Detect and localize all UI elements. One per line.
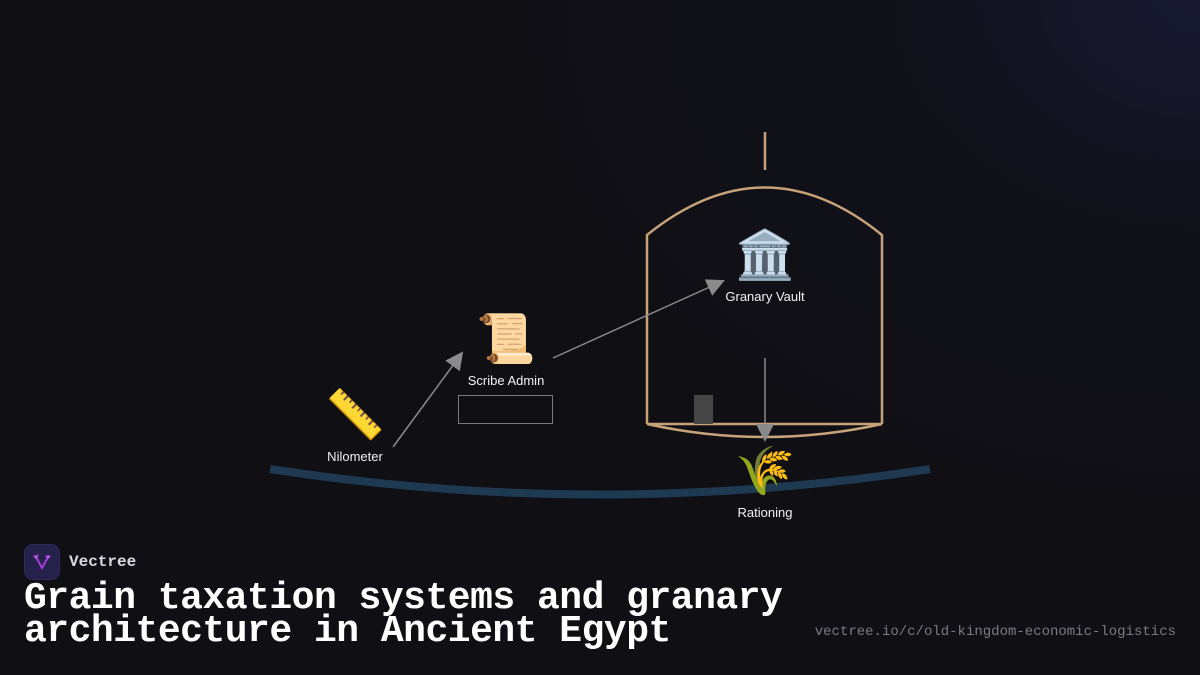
- sheaf-of-grain-icon: 🌾: [735, 445, 795, 498]
- page-title: Grain taxation systems and granary archi…: [24, 580, 783, 651]
- brand-name: Vectree: [69, 553, 137, 571]
- node-rationing[interactable]: 🌾 Rationing: [735, 445, 795, 520]
- vectree-fork-icon: [24, 544, 60, 580]
- node-label: Scribe Admin: [467, 373, 545, 388]
- edge-nilometer-to-scribe: [392, 351, 464, 448]
- classical-building-icon: 🏛️: [735, 229, 795, 282]
- title-line-2: architecture in Ancient Egypt: [24, 610, 671, 653]
- source-url[interactable]: vectree.io/c/old-kingdom-economic-logist…: [814, 624, 1176, 640]
- scribe-record-box: [458, 395, 553, 424]
- node-scribe-admin[interactable]: 📜 Scribe Admin: [468, 313, 545, 388]
- granary-dome: [645, 186, 884, 424]
- scroll-icon: 📜: [476, 313, 536, 366]
- node-label: Rationing: [737, 505, 793, 520]
- node-granary-vault[interactable]: 🏛️ Granary Vault: [725, 229, 804, 304]
- node-label: Granary Vault: [725, 289, 805, 304]
- brand[interactable]: Vectree: [24, 544, 136, 580]
- edge-scribe-to-granary: [552, 279, 725, 359]
- title-line-1: Grain taxation systems and granary: [24, 577, 783, 620]
- ruler-icon: 📏: [325, 389, 385, 442]
- node-nilometer[interactable]: 📏 Nilometer: [325, 389, 385, 464]
- nile-river: [269, 465, 931, 499]
- node-label: Nilometer: [327, 449, 383, 464]
- granary-door: [694, 395, 713, 424]
